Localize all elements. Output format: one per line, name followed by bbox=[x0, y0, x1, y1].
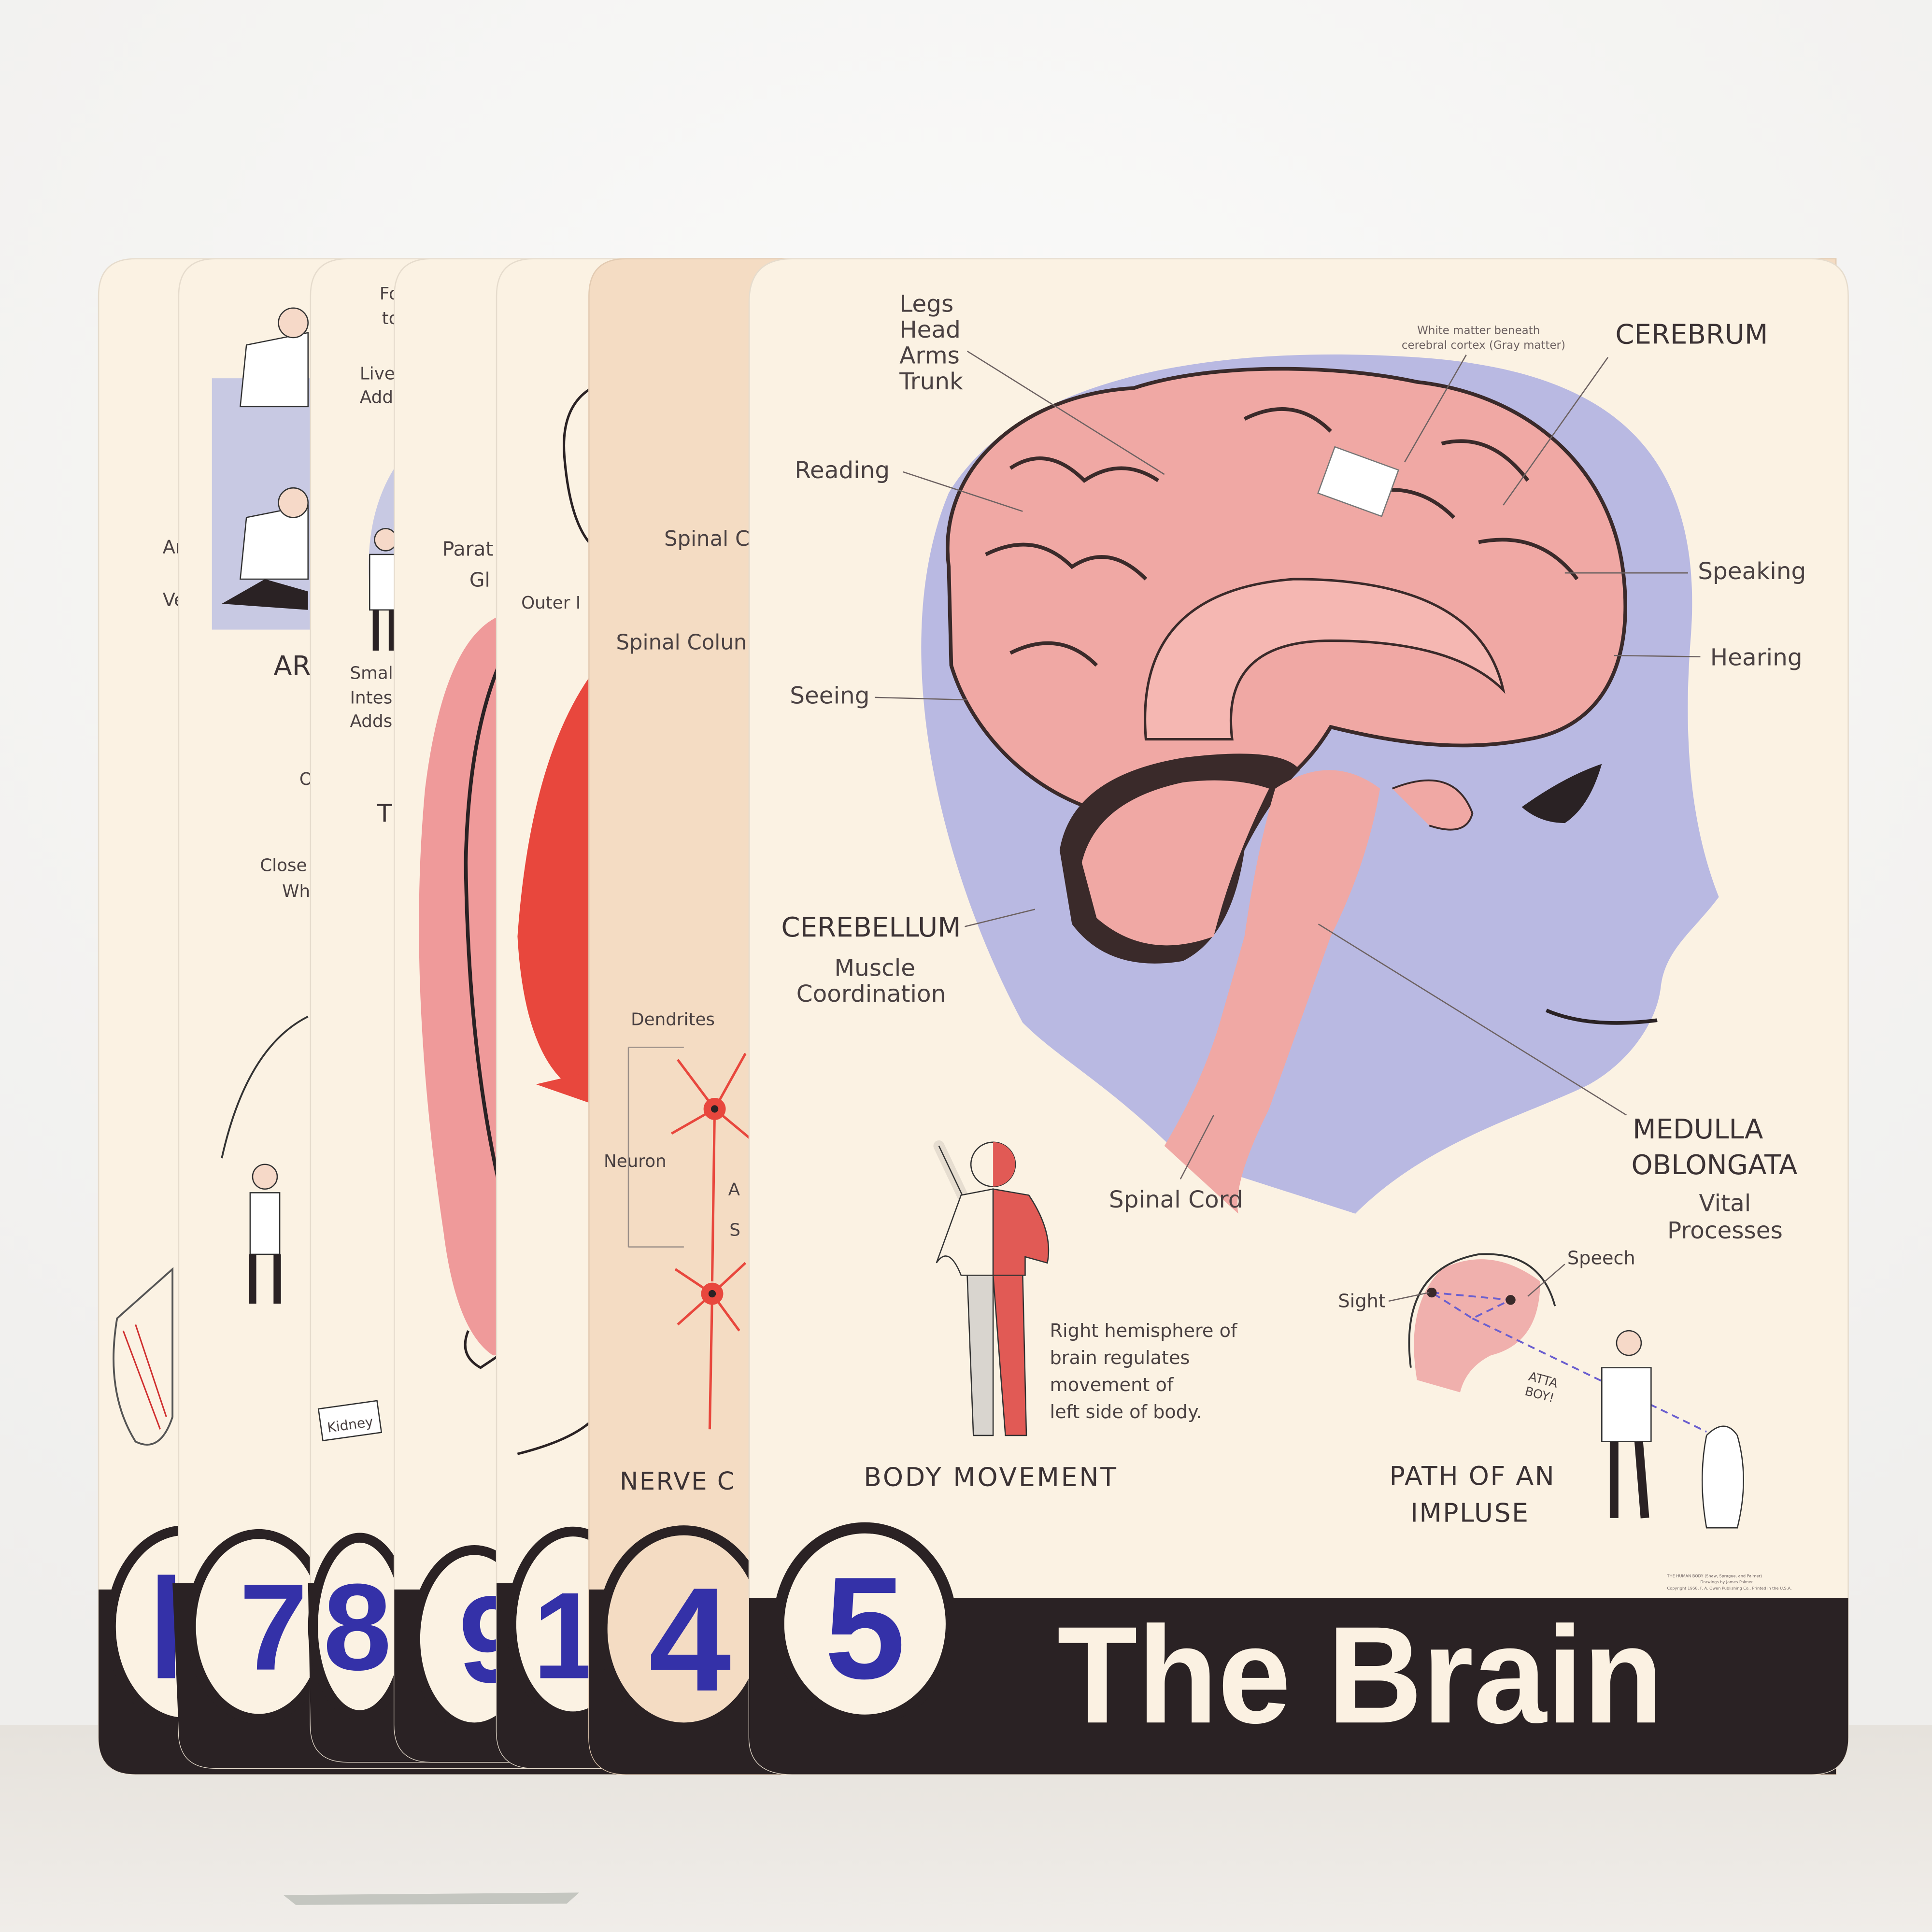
brain-stem bbox=[1164, 770, 1380, 1214]
poster-number: 4 bbox=[649, 1557, 732, 1722]
body-movement-note-line: movement of bbox=[1050, 1374, 1174, 1396]
poster-heading: NERVE C bbox=[620, 1467, 736, 1496]
impulse-diagram bbox=[1388, 1253, 1744, 1529]
shelf-mark bbox=[283, 1892, 579, 1905]
poster-number: 7 bbox=[239, 1559, 308, 1696]
body-movement-note-line: brain regulates bbox=[1050, 1347, 1190, 1369]
poster-text: Live bbox=[360, 364, 395, 384]
digestive-tract-shape bbox=[419, 616, 499, 1356]
kidney-drawing bbox=[113, 1267, 174, 1446]
label-white-matter: White matter beneath bbox=[1417, 324, 1540, 337]
vessel-lines bbox=[122, 1324, 167, 1430]
poster-text: A bbox=[728, 1179, 740, 1199]
poster-number: 5 bbox=[824, 1546, 905, 1709]
label-processes: Processes bbox=[1667, 1217, 1783, 1244]
poster-text: Wh bbox=[282, 881, 310, 901]
poster-text: Parat bbox=[442, 538, 494, 561]
brain-folds bbox=[985, 407, 1579, 667]
label-head: Head bbox=[899, 316, 961, 343]
label-arms: Arms bbox=[899, 342, 960, 369]
ear-drawing bbox=[563, 387, 592, 543]
leader-lines bbox=[875, 350, 1701, 1179]
neuron-drawing bbox=[671, 1052, 753, 1430]
eye bbox=[1521, 764, 1602, 824]
poster-text: Close bbox=[260, 856, 307, 876]
label-cerebellum: CEREBELLUM bbox=[781, 912, 961, 943]
impulse-heading-line2: IMPLUSE bbox=[1410, 1498, 1529, 1528]
poster-text: Intes bbox=[350, 688, 392, 708]
white-matter-cutaway bbox=[1317, 446, 1400, 517]
title-band bbox=[749, 1598, 1848, 1775]
poster-text: Adds bbox=[350, 711, 392, 731]
label-medulla: MEDULLA bbox=[1633, 1114, 1763, 1145]
mouth bbox=[1546, 1009, 1658, 1025]
doctor-figure bbox=[252, 1164, 278, 1190]
baseball-boy-figure bbox=[933, 1140, 1050, 1436]
credits-line: Drawings by James Palmer bbox=[1700, 1579, 1753, 1584]
body-movement-note-line: Right hemisphere of bbox=[1050, 1320, 1238, 1342]
poster-text: Spinal Colun bbox=[616, 630, 747, 654]
poster-text: Gl bbox=[469, 568, 490, 591]
label-cerebellum-coordination: Coordination bbox=[796, 980, 946, 1008]
label-hearing: Hearing bbox=[1710, 644, 1803, 671]
poster-text: Add bbox=[360, 387, 393, 407]
corpus-callosum bbox=[1144, 578, 1506, 741]
label-sight: Sight bbox=[1338, 1291, 1385, 1312]
label-speech: Speech bbox=[1567, 1247, 1635, 1269]
poster-text: Small bbox=[350, 664, 398, 683]
main-poster-the-brain: Legs Head Arms Trunk Reading Seeing CERE… bbox=[748, 258, 1849, 1775]
label-oblongata: OBLONGATA bbox=[1632, 1150, 1798, 1181]
poster-text: Dendrites bbox=[631, 1009, 715, 1029]
label-cerebellum-muscle: Muscle bbox=[834, 954, 915, 981]
impulse-heading-line1: PATH OF AN bbox=[1390, 1461, 1556, 1491]
poster-title: The Brain bbox=[1057, 1597, 1663, 1752]
label-cerebrum: CEREBRUM bbox=[1615, 319, 1768, 351]
label-seeing: Seeing bbox=[790, 682, 869, 710]
poster-text: T bbox=[377, 800, 393, 828]
label-trunk: Trunk bbox=[899, 368, 963, 395]
body-movement-note-line: left side of body. bbox=[1050, 1401, 1202, 1423]
poster-text: AR bbox=[273, 651, 311, 682]
label-spinal-cord: Spinal Cord bbox=[1109, 1186, 1243, 1213]
body-movement-heading: BODY MOVEMENT bbox=[864, 1462, 1118, 1492]
label-reading: Reading bbox=[795, 457, 890, 484]
red-arrow bbox=[517, 678, 589, 1084]
poster-text: Spinal C bbox=[664, 527, 750, 551]
poster-text: Neuron bbox=[604, 1151, 667, 1171]
credits-line: THE HUMAN BODY (Shaw, Sprague, and Palme… bbox=[1667, 1573, 1762, 1578]
label-gray-matter: cerebral cortex (Gray matter) bbox=[1402, 339, 1565, 352]
credits-line: Copyright 1958, F. A. Owen Publishing Co… bbox=[1667, 1586, 1792, 1591]
label-legs: Legs bbox=[899, 290, 953, 317]
poster-text: S bbox=[729, 1221, 740, 1240]
poster-number: 8 bbox=[323, 1559, 392, 1696]
label-speaking: Speaking bbox=[1698, 558, 1806, 585]
label-vital: Vital bbox=[1699, 1190, 1751, 1217]
poster-text: Outer I bbox=[521, 593, 581, 613]
number-badge bbox=[773, 1522, 957, 1726]
